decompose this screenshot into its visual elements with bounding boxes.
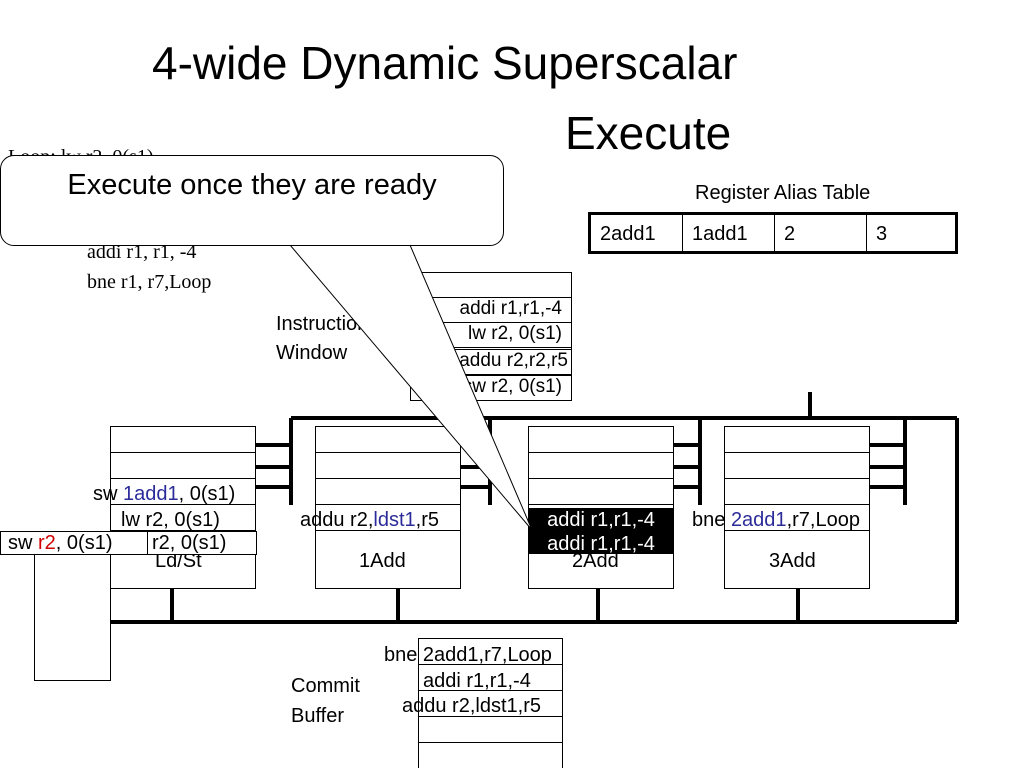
rs-row bbox=[724, 478, 870, 505]
add2-current-dup: addi r1,r1,-4 bbox=[528, 532, 674, 555]
commit-row bbox=[418, 690, 563, 717]
ldst-overflow-rest: r2, 0(s1) bbox=[147, 531, 257, 555]
callout-text: Execute once they are ready bbox=[67, 169, 437, 201]
add3-current: bne 2add1,r7,Loop bbox=[692, 509, 860, 531]
commit-buffer-label-2: Buffer bbox=[291, 705, 344, 727]
commit-entry-addu: addu r2,ldst1,r5 bbox=[402, 695, 541, 717]
rs-row bbox=[110, 504, 256, 531]
rs-row bbox=[315, 478, 461, 505]
add1-current: addu r2,ldst1,r5 bbox=[300, 509, 439, 531]
ldst-unit-label: Ld/St bbox=[155, 550, 202, 572]
rs-row bbox=[724, 452, 870, 479]
rat-cell-r1: 2add1 bbox=[591, 215, 683, 251]
commit-entry-bne: bne 2add1,r7,Loop bbox=[384, 644, 552, 666]
rat-cell-r3: 2 bbox=[775, 215, 867, 251]
rs-row bbox=[724, 504, 870, 531]
rs-row bbox=[528, 478, 674, 505]
add2-unit-label: 2Add bbox=[572, 550, 619, 572]
store-queue-box bbox=[34, 541, 111, 681]
ldst-entry-sw: sw 1add1, 0(s1) bbox=[93, 483, 236, 505]
rat-cell-r4: 3 bbox=[876, 223, 888, 245]
page-title-line2: Execute bbox=[565, 107, 732, 159]
commit-buffer-label-1: Commit bbox=[291, 675, 360, 697]
code-line-addi: addi r1, r1, -4 bbox=[87, 241, 197, 263]
commit-entry-addi: addi r1,r1,-4 bbox=[423, 670, 531, 692]
instruction-window-label-1: Instruction bbox=[276, 313, 369, 335]
rs-row bbox=[528, 452, 674, 479]
commit-row bbox=[418, 742, 563, 768]
register-alias-table: 2add1 1add1 2 3 bbox=[588, 212, 958, 254]
add3-unit-label: 3Add bbox=[769, 550, 816, 572]
add1-unit-label: 1Add bbox=[359, 550, 406, 572]
page-title-line1: 4-wide Dynamic Superscalar bbox=[152, 37, 738, 89]
add2-current-executing: addi r1,r1,-4 bbox=[528, 508, 674, 532]
callout-bubble: Execute once they are ready bbox=[0, 155, 504, 246]
rat-cell-r2: 1add1 bbox=[683, 215, 775, 251]
ldst-current: lw r2, 0(s1) bbox=[121, 509, 220, 531]
rs-row bbox=[315, 504, 461, 531]
instruction-window-label-2: Window bbox=[276, 342, 348, 364]
code-line-bne: bne r1, r7,Loop bbox=[87, 271, 212, 293]
rat-label: Register Alias Table bbox=[695, 182, 871, 204]
